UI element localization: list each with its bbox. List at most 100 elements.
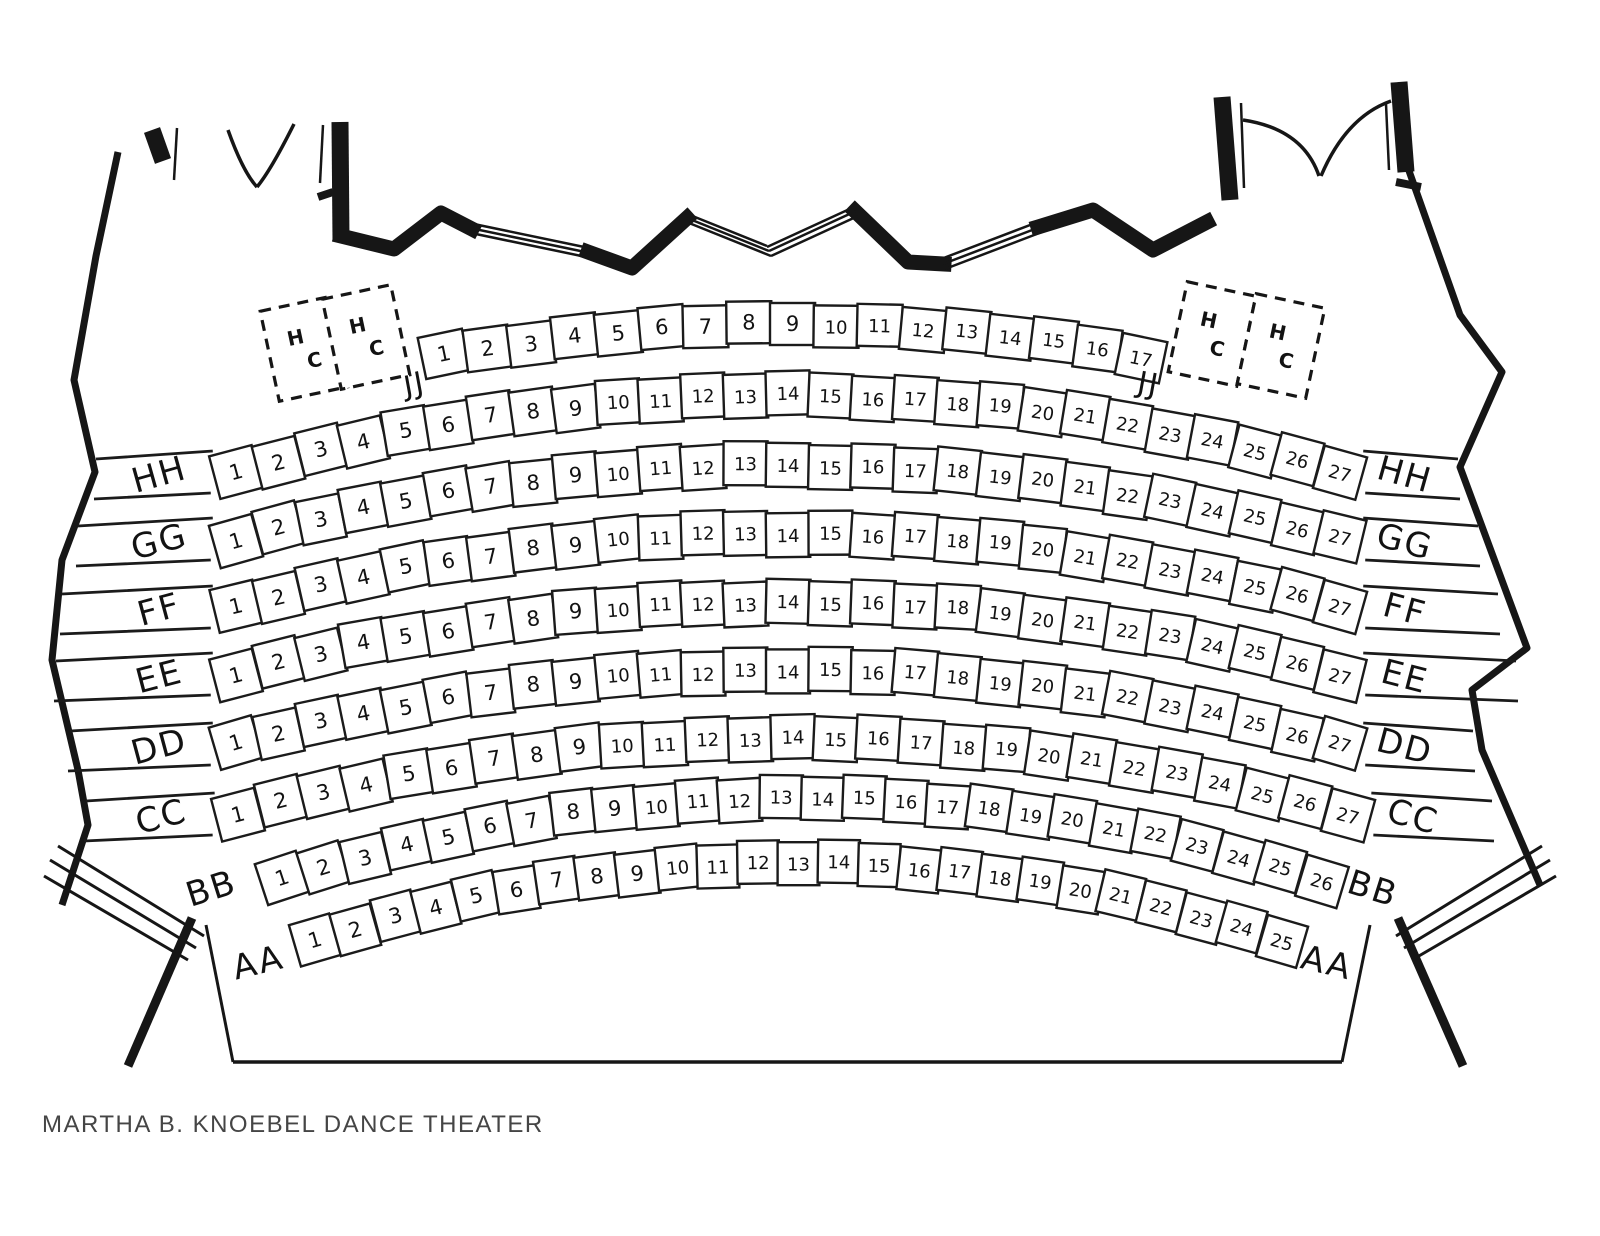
seat-EE-12[interactable]: 12 — [678, 579, 728, 629]
seat-FF-6[interactable]: 6 — [422, 534, 475, 588]
seat-FF-2[interactable]: 2 — [250, 569, 307, 626]
seat-CC-3[interactable]: 3 — [295, 764, 352, 821]
seat-GG-8[interactable]: 8 — [507, 457, 559, 509]
seat-CC-26[interactable]: 26 — [1276, 773, 1334, 831]
seat-JJ-12[interactable]: 12 — [897, 305, 949, 355]
seat-HH-5[interactable]: 5 — [379, 403, 433, 458]
seat-FF-15[interactable]: 15 — [807, 509, 854, 556]
seat-JJ-6[interactable]: 6 — [636, 302, 688, 352]
seat-BB-23[interactable]: 23 — [1169, 817, 1225, 874]
seat-GG-3[interactable]: 3 — [293, 492, 349, 547]
seat-JJ-9[interactable]: 9 — [768, 301, 817, 347]
seat-JJ-2[interactable]: 2 — [461, 323, 515, 374]
seat-GG-14[interactable]: 14 — [764, 441, 812, 489]
seat-CC-11[interactable]: 11 — [640, 719, 690, 769]
seat-GG-15[interactable]: 15 — [806, 443, 855, 492]
seat-BB-12[interactable]: 12 — [715, 776, 764, 825]
seat-HH-21[interactable]: 21 — [1058, 388, 1112, 442]
seat-HH-20[interactable]: 20 — [1016, 385, 1070, 439]
seat-GG-17[interactable]: 17 — [891, 446, 940, 495]
seat-CC-19[interactable]: 19 — [981, 723, 1032, 774]
seat-HH-19[interactable]: 19 — [975, 379, 1026, 431]
seat-DD-8[interactable]: 8 — [507, 658, 559, 711]
seat-AA-15[interactable]: 15 — [856, 841, 902, 889]
seat-BB-22[interactable]: 22 — [1128, 807, 1183, 861]
seat-BB-25[interactable]: 25 — [1252, 838, 1309, 895]
seat-FF-8[interactable]: 8 — [507, 522, 560, 574]
seat-DD-11[interactable]: 11 — [635, 648, 686, 699]
seat-GG-24[interactable]: 24 — [1184, 482, 1241, 538]
seat-HH-26[interactable]: 26 — [1269, 430, 1326, 488]
seat-EE-3[interactable]: 3 — [292, 626, 349, 683]
seat-DD-12[interactable]: 12 — [679, 650, 727, 698]
seat-DD-7[interactable]: 7 — [465, 667, 517, 719]
seat-GG-13[interactable]: 13 — [722, 440, 769, 487]
seat-FF-14[interactable]: 14 — [764, 511, 812, 559]
seat-EE-11[interactable]: 11 — [636, 579, 686, 629]
seat-CC-1[interactable]: 1 — [209, 786, 267, 844]
seat-AA-1[interactable]: 1 — [287, 912, 343, 968]
seat-JJ-11[interactable]: 11 — [855, 302, 904, 348]
seat-DD-24[interactable]: 24 — [1185, 684, 1241, 740]
seat-FF-21[interactable]: 21 — [1058, 529, 1112, 584]
seat-DD-15[interactable]: 15 — [807, 645, 854, 693]
seat-CC-14[interactable]: 14 — [769, 712, 817, 761]
seat-EE-18[interactable]: 18 — [933, 582, 983, 632]
seat-DD-21[interactable]: 21 — [1059, 667, 1111, 719]
seat-AA-16[interactable]: 16 — [895, 845, 944, 895]
seat-FF-20[interactable]: 20 — [1017, 523, 1069, 575]
seat-CC-10[interactable]: 10 — [597, 720, 647, 770]
seat-CC-12[interactable]: 12 — [683, 714, 732, 764]
seat-HH-6[interactable]: 6 — [421, 398, 475, 452]
seat-EE-21[interactable]: 21 — [1058, 595, 1112, 649]
seat-DD-6[interactable]: 6 — [421, 670, 476, 725]
seat-EE-15[interactable]: 15 — [806, 579, 855, 628]
seat-CC-22[interactable]: 22 — [1107, 740, 1162, 795]
seat-HH-10[interactable]: 10 — [593, 377, 643, 427]
seat-BB-9[interactable]: 9 — [589, 783, 640, 834]
seat-BB-8[interactable]: 8 — [547, 786, 599, 837]
seat-GG-27[interactable]: 27 — [1311, 508, 1369, 565]
seat-BB-17[interactable]: 17 — [923, 782, 972, 831]
seat-CC-8[interactable]: 8 — [510, 728, 564, 782]
seat-DD-13[interactable]: 13 — [722, 646, 769, 694]
seat-EE-13[interactable]: 13 — [721, 580, 770, 629]
seat-HH-12[interactable]: 12 — [678, 371, 728, 420]
seat-JJ-7[interactable]: 7 — [681, 304, 730, 350]
seat-BB-26[interactable]: 26 — [1293, 853, 1351, 910]
seat-BB-13[interactable]: 13 — [758, 773, 805, 820]
hc-left-2-box[interactable]: HC — [320, 282, 412, 392]
seat-FF-10[interactable]: 10 — [592, 513, 644, 565]
seat-BB-14[interactable]: 14 — [799, 775, 847, 823]
seat-DD-18[interactable]: 18 — [932, 651, 984, 703]
seat-EE-24[interactable]: 24 — [1184, 617, 1241, 674]
seat-JJ-3[interactable]: 3 — [504, 319, 558, 370]
seat-GG-26[interactable]: 26 — [1269, 500, 1326, 557]
seat-EE-6[interactable]: 6 — [421, 604, 475, 658]
seat-EE-27[interactable]: 27 — [1311, 648, 1369, 705]
seat-BB-6[interactable]: 6 — [463, 799, 517, 853]
seat-EE-16[interactable]: 16 — [848, 578, 898, 627]
seat-HH-18[interactable]: 18 — [932, 378, 983, 429]
seat-CC-25[interactable]: 25 — [1234, 766, 1291, 823]
seat-BB-16[interactable]: 16 — [882, 777, 930, 826]
seat-GG-6[interactable]: 6 — [421, 463, 476, 518]
seat-HH-9[interactable]: 9 — [549, 382, 602, 435]
seat-FF-25[interactable]: 25 — [1227, 559, 1283, 615]
hc-left-1-box[interactable]: HC — [258, 294, 350, 404]
seat-DD-2[interactable]: 2 — [250, 706, 307, 762]
seat-BB-5[interactable]: 5 — [421, 810, 476, 865]
seat-FF-17[interactable]: 17 — [890, 510, 941, 561]
hc-right-2-box[interactable]: HC — [1235, 291, 1327, 401]
seat-CC-15[interactable]: 15 — [811, 714, 861, 764]
seat-EE-5[interactable]: 5 — [379, 609, 433, 664]
seat-JJ-14[interactable]: 14 — [984, 312, 1037, 362]
seat-JJ-8[interactable]: 8 — [724, 299, 773, 345]
seat-AA-22[interactable]: 22 — [1134, 878, 1189, 934]
seat-FF-5[interactable]: 5 — [378, 538, 434, 594]
seat-CC-17[interactable]: 17 — [896, 717, 946, 767]
seat-BB-2[interactable]: 2 — [295, 838, 353, 896]
seat-CC-20[interactable]: 20 — [1022, 729, 1076, 783]
seat-HH-8[interactable]: 8 — [506, 385, 560, 438]
seat-AA-11[interactable]: 11 — [695, 843, 741, 890]
